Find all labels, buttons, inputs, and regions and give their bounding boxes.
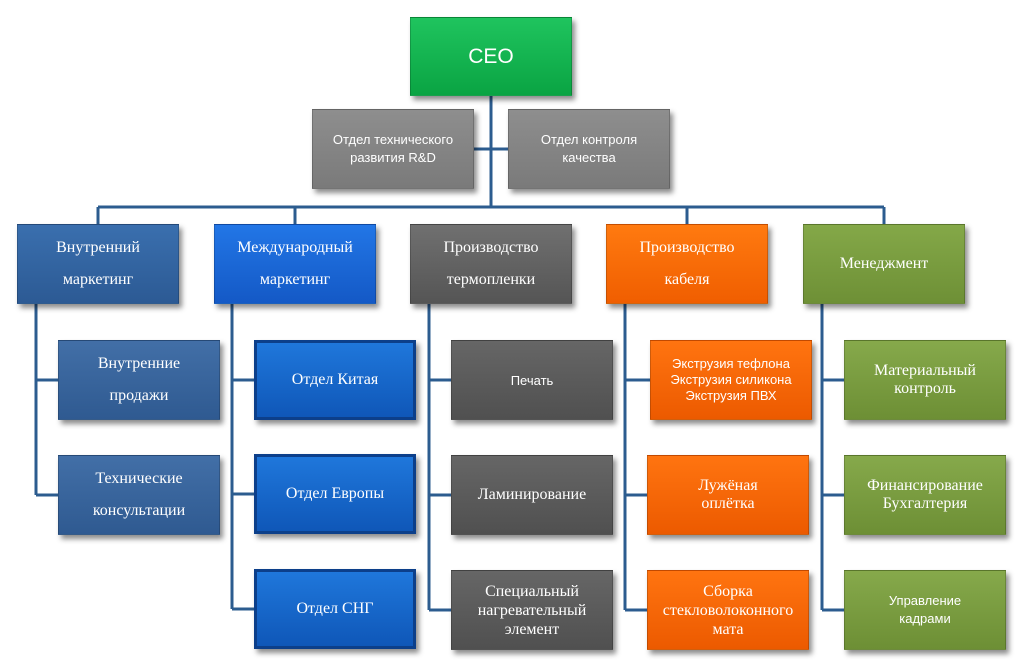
unit-fiberglass-mat-label: Сборка стекловолоконного мата <box>662 582 794 638</box>
unit-lamination: Ламинирование <box>451 455 613 535</box>
dept-international-marketing-label: Международный маркетинг <box>237 239 353 288</box>
unit-cis-label: Отдел СНГ <box>296 600 374 617</box>
unit-china: Отдел Китая <box>254 340 416 420</box>
unit-printing: Печать <box>451 340 613 420</box>
unit-europe: Отдел Европы <box>254 454 416 534</box>
unit-internal-sales: Внутренние продажи <box>58 340 220 420</box>
unit-heating-element: Специальный нагревательный элемент <box>451 570 613 650</box>
unit-europe-label: Отдел Европы <box>285 485 385 502</box>
staff-quality-box: Отдел контроля качества <box>508 109 670 189</box>
unit-cis: Отдел СНГ <box>254 569 416 649</box>
unit-finance-accounting-label: Финансирование Бухгалтерия <box>867 477 983 512</box>
unit-material-control: Материальный контроль <box>844 340 1006 420</box>
ceo-label: CEO <box>468 44 514 68</box>
unit-tinned-braid: Лужёная оплётка <box>647 455 809 535</box>
dept-internal-marketing-label: Внутренний маркетинг <box>56 239 140 288</box>
dept-cable-production: Производство кабеля <box>606 224 768 304</box>
unit-internal-sales-label: Внутренние продажи <box>97 355 181 404</box>
dept-film-production: Производство термопленки <box>410 224 572 304</box>
dept-cable-production-label: Производство кабеля <box>639 239 735 288</box>
unit-finance-accounting: Финансирование Бухгалтерия <box>844 455 1006 535</box>
unit-tech-consulting-label: Технические консультации <box>92 470 186 519</box>
staff-rnd-box: Отдел технического развития R&D <box>312 109 474 189</box>
staff-rnd-label: Отдел технического развития R&D <box>332 132 454 165</box>
unit-extrusion-label: Экструзия тефлона Экструзия силикона Экс… <box>670 356 792 403</box>
unit-hr: Управление кадрами <box>844 570 1006 650</box>
staff-quality-label: Отдел контроля качества <box>540 132 638 165</box>
unit-china-label: Отдел Китая <box>291 371 379 388</box>
unit-hr-label: Управление кадрами <box>888 593 962 626</box>
ceo-box: CEO <box>410 17 572 96</box>
unit-tinned-braid-label: Лужёная оплётка <box>698 477 758 512</box>
unit-extrusion: Экструзия тефлона Экструзия силикона Экс… <box>650 340 812 420</box>
unit-tech-consulting: Технические консультации <box>58 455 220 535</box>
dept-management-label: Менеджмент <box>839 255 929 272</box>
unit-material-control-label: Материальный контроль <box>874 362 976 397</box>
unit-fiberglass-mat: Сборка стекловолоконного мата <box>647 570 809 650</box>
dept-international-marketing: Международный маркетинг <box>214 224 376 304</box>
dept-management: Менеджмент <box>803 224 965 304</box>
unit-heating-element-label: Специальный нагревательный элемент <box>477 582 587 638</box>
unit-lamination-label: Ламинирование <box>477 486 587 503</box>
dept-internal-marketing: Внутренний маркетинг <box>17 224 179 304</box>
dept-film-production-label: Производство термопленки <box>443 239 539 288</box>
unit-printing-label: Печать <box>510 372 554 388</box>
